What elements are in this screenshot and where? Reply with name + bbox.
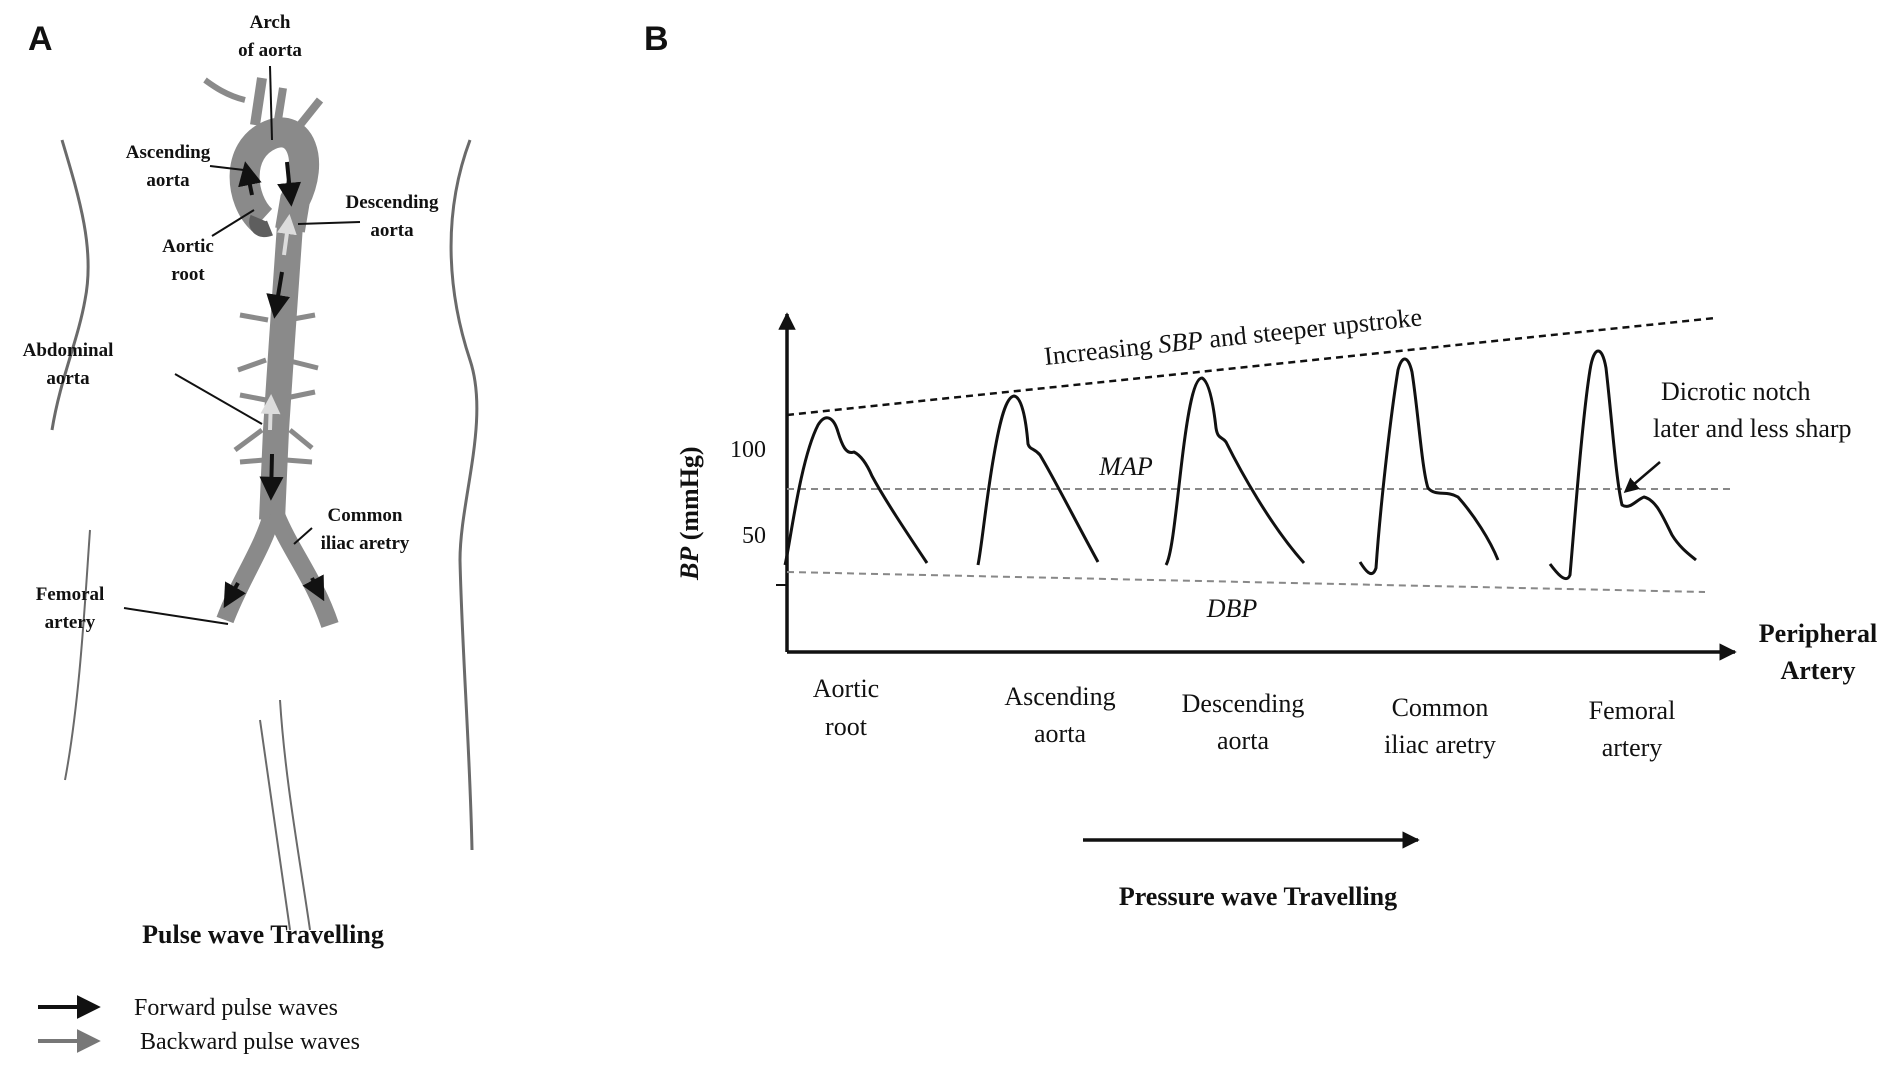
panel-a-letter: A bbox=[28, 20, 53, 58]
dbp-trend-line bbox=[786, 571, 1706, 593]
y-axis-label-italic: BP bbox=[675, 546, 704, 581]
body-outline bbox=[50, 139, 479, 931]
leader-iliac bbox=[293, 527, 313, 545]
arrow-right-iliac bbox=[302, 574, 325, 602]
anatomy-labels: Arch of aorta Ascending aorta Descending… bbox=[23, 12, 439, 633]
right-iliac bbox=[267, 511, 339, 628]
site-label-iliac-1: Common bbox=[1392, 693, 1489, 722]
panel-a: A bbox=[23, 12, 479, 1055]
subclavian-branch bbox=[296, 97, 324, 128]
arrow-left-iliac bbox=[223, 581, 246, 609]
leader-femoral bbox=[123, 607, 229, 625]
sbp-trend-label: Increasing SBP and steeper upstroke bbox=[1043, 302, 1424, 371]
site-label-descending-2: aorta bbox=[1217, 726, 1269, 755]
left-shoulder-line bbox=[50, 139, 90, 431]
site-label-femoral-2: artery bbox=[1602, 733, 1663, 762]
label-femoral-1: Femoral bbox=[36, 584, 105, 605]
aortic-arch bbox=[229, 117, 319, 233]
wave-common-iliac bbox=[1358, 357, 1500, 575]
label-descending-2: aorta bbox=[370, 220, 414, 241]
wave-aortic-root bbox=[783, 416, 929, 566]
forward-arrows bbox=[223, 161, 325, 609]
panel-b-bottom-title: Pressure wave Travelling bbox=[1119, 882, 1397, 911]
legend-forward-label: Forward pulse waves bbox=[134, 995, 338, 1021]
arrow-ascending bbox=[238, 161, 262, 196]
leader-descending bbox=[297, 221, 361, 225]
y-axis-label-unit: (mmHg) bbox=[675, 446, 704, 546]
descending-trunk bbox=[259, 224, 303, 521]
label-aortic-root-1: Aortic bbox=[162, 236, 214, 257]
label-ascending-2: aorta bbox=[146, 170, 190, 191]
leader-arch bbox=[269, 65, 273, 141]
label-arch-1: Arch bbox=[250, 12, 291, 33]
notch-label-2: later and less sharp bbox=[1653, 414, 1852, 443]
legend: Forward pulse waves Backward pulse waves bbox=[38, 995, 360, 1055]
label-descending-1: Descending bbox=[346, 192, 439, 213]
panel-b: B BP (mmHg) 100 50 Increasing SBP and st… bbox=[644, 20, 1877, 911]
x-axis-label-2: Artery bbox=[1780, 656, 1855, 685]
wave-descending-aorta bbox=[1164, 376, 1306, 566]
backward-arrows bbox=[260, 214, 297, 431]
right-torso-line bbox=[449, 139, 479, 851]
sbp-trend-label-pre: Increasing bbox=[1043, 330, 1160, 371]
left-iliac bbox=[216, 512, 281, 624]
dbp-label: DBP bbox=[1206, 594, 1258, 623]
label-femoral-2: artery bbox=[45, 612, 96, 633]
leader-aortic-root bbox=[211, 209, 255, 237]
label-ascending-1: Ascending bbox=[126, 142, 211, 163]
tick-100: 100 bbox=[730, 437, 766, 463]
site-label-iliac-2: iliac aretry bbox=[1384, 730, 1496, 759]
x-axis-label-1: Peripheral bbox=[1759, 619, 1877, 648]
arrow-abdominal bbox=[259, 453, 284, 501]
tick-50: 50 bbox=[742, 523, 766, 549]
sbp-trend-label-post: and steeper upstroke bbox=[1201, 302, 1423, 354]
arrow-arch-down bbox=[277, 161, 302, 207]
arrow-back-abdominal bbox=[260, 394, 281, 431]
site-label-ascending-1: Ascending bbox=[1004, 682, 1115, 711]
site-labels: Aortic root Ascending aorta Descending a… bbox=[813, 674, 1676, 762]
sbp-trend-label-italic: SBP bbox=[1157, 325, 1205, 359]
y-axis-label: BP (mmHg) bbox=[675, 446, 704, 581]
notch-label-1: Dicrotic notch bbox=[1661, 377, 1810, 406]
aortic-root-bulb bbox=[249, 214, 273, 238]
label-arch-2: of aorta bbox=[238, 40, 302, 61]
label-abdominal-2: aorta bbox=[46, 368, 90, 389]
label-iliac-1: Common bbox=[328, 505, 403, 526]
site-label-ascending-2: aorta bbox=[1034, 719, 1086, 748]
notch-arrow bbox=[1623, 461, 1661, 493]
site-label-aortic-root-1: Aortic bbox=[813, 674, 879, 703]
panel-a-title: Pulse wave Travelling bbox=[142, 920, 384, 949]
map-label: MAP bbox=[1098, 452, 1153, 481]
leader-abdominal bbox=[174, 373, 263, 425]
arrow-descending bbox=[266, 271, 290, 319]
panel-b-letter: B bbox=[644, 20, 669, 58]
label-aortic-root-2: root bbox=[171, 264, 205, 285]
leader-ascending bbox=[209, 165, 245, 171]
site-label-descending-1: Descending bbox=[1182, 689, 1305, 718]
left-leg-inner-line bbox=[259, 719, 291, 931]
label-iliac-2: iliac aretry bbox=[321, 533, 410, 554]
site-label-aortic-root-2: root bbox=[825, 712, 868, 741]
label-abdominal-1: Abdominal bbox=[23, 340, 114, 361]
abdominal-branches bbox=[233, 312, 319, 465]
left-small-branch bbox=[203, 77, 246, 103]
aorta-illustration bbox=[203, 77, 339, 628]
arrow-back-descending bbox=[276, 214, 297, 256]
left-hip-line bbox=[64, 529, 91, 781]
right-leg-inner-line bbox=[279, 699, 311, 931]
carotid-branch bbox=[274, 87, 287, 121]
brachiocephalic-branch bbox=[250, 77, 267, 126]
wave-femoral-artery bbox=[1548, 349, 1697, 581]
legend-backward-label: Backward pulse waves bbox=[140, 1029, 360, 1055]
wave-ascending-aorta bbox=[976, 394, 1100, 566]
site-label-femoral-1: Femoral bbox=[1589, 696, 1676, 725]
pulse-waveforms bbox=[783, 349, 1697, 581]
